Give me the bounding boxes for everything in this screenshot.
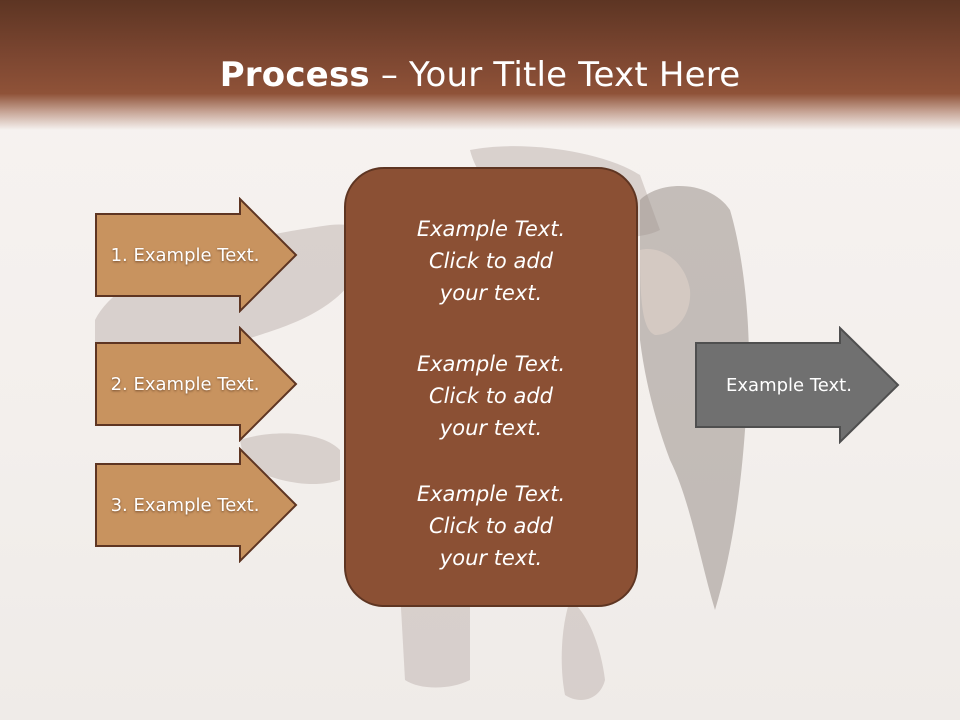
output-arrow[interactable]: Example Text. (694, 326, 900, 444)
slide-title[interactable]: Process – Your Title Text Here (0, 52, 960, 98)
center-text-1-line-2: Click to add (428, 249, 553, 273)
input-arrow-1[interactable]: 1. Example Text. (94, 197, 298, 313)
center-process-box[interactable]: Example Text. Click to add your text. Ex… (344, 167, 638, 607)
center-text-2-line-3: your text. (439, 416, 543, 440)
center-text-1-line-1: Example Text. (416, 217, 566, 241)
center-text-block-3: Example Text. Click to add your text. (346, 478, 636, 574)
center-text-block-1: Example Text. Click to add your text. (346, 213, 636, 309)
title-bar: Process – Your Title Text Here (0, 0, 960, 130)
title-bold: Process (219, 55, 370, 95)
center-text-1-line-3: your text. (439, 281, 543, 305)
input-arrow-2[interactable]: 2. Example Text. (94, 326, 298, 442)
center-text-2-line-1: Example Text. (416, 352, 566, 376)
input-arrow-3[interactable]: 3. Example Text. (94, 447, 298, 563)
center-text-2-line-2: Click to add (428, 384, 553, 408)
input-arrow-1-label: 1. Example Text. (110, 244, 260, 266)
center-text-3-line-1: Example Text. (416, 482, 566, 506)
title-rest: – Your Title Text Here (369, 55, 741, 95)
center-text-block-2: Example Text. Click to add your text. (346, 348, 636, 444)
center-text-3-line-3: your text. (439, 546, 543, 570)
output-arrow-label: Example Text. (726, 374, 852, 396)
input-arrow-2-label: 2. Example Text. (110, 373, 260, 395)
center-text-3-line-2: Click to add (428, 514, 553, 538)
input-arrow-3-label: 3. Example Text. (110, 494, 260, 516)
